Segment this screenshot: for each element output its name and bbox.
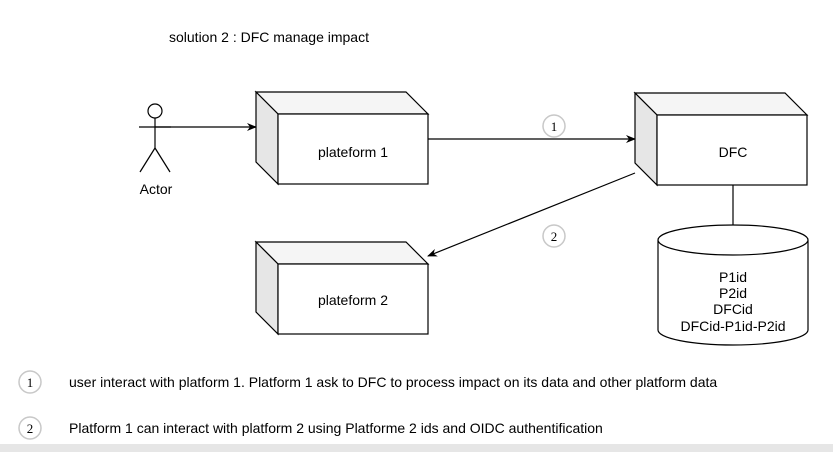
edge-marker-2: 2 (542, 224, 566, 248)
database-line-3: DFCid (713, 301, 753, 317)
database-line-1: P1id (719, 269, 747, 285)
database-node (657, 224, 809, 346)
platform1-node (254, 90, 430, 186)
edge-marker-1-number: 1 (551, 119, 558, 134)
horizontal-scrollbar[interactable] (0, 444, 833, 452)
platform2-node (254, 240, 430, 336)
edge-marker-2-number: 2 (551, 229, 558, 244)
edge-marker-1: 1 (542, 114, 566, 138)
actor-label: Actor (140, 181, 173, 197)
legend-marker-1: 1 (18, 370, 42, 394)
legend-marker-2-number: 2 (27, 421, 34, 436)
legend-marker-2: 2 (18, 416, 42, 440)
platform2-label: plateform 2 (318, 292, 388, 308)
database-line-2: P2id (719, 285, 747, 301)
legend-text-2: Platform 1 can interact with platform 2 … (69, 420, 603, 436)
diagram-title: solution 2 : DFC manage impact (169, 29, 369, 45)
edge-dfc-to-platform2 (427, 172, 636, 257)
dfc-label: DFC (719, 144, 748, 160)
platform1-label: plateform 1 (318, 144, 388, 160)
actor-figure (139, 103, 171, 173)
database-line-4: DFCid-P1id-P2id (680, 318, 785, 334)
legend-text-1: user interact with platform 1. Platform … (69, 374, 718, 390)
dfc-node (633, 91, 809, 187)
legend-marker-1-number: 1 (27, 375, 34, 390)
